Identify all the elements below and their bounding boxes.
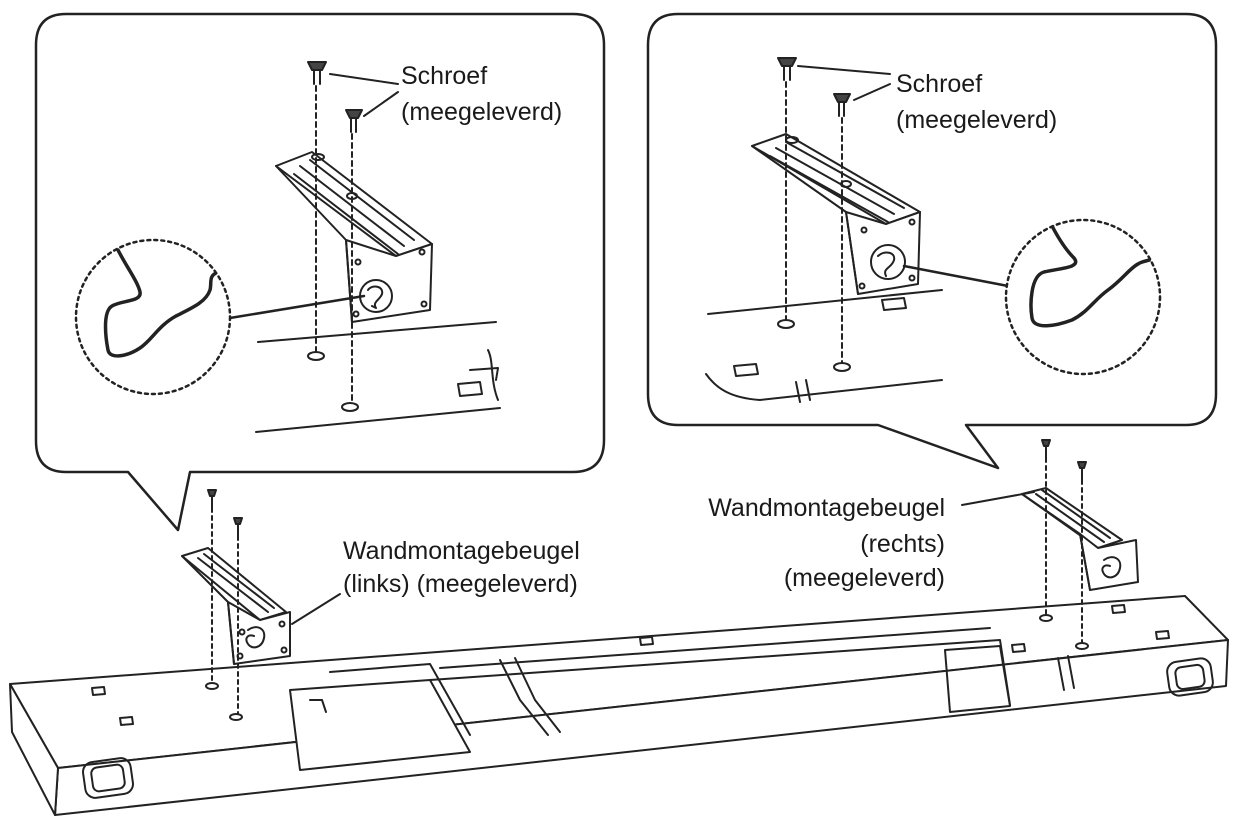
right-screw-label-line1: Schroef <box>896 70 982 98</box>
right-bracket-leader <box>961 491 1035 506</box>
right-callout-screw-label: Schroef (meegeleverd) <box>896 70 1057 134</box>
left-bracket-label-line1: Wandmontagebeugel <box>343 537 580 565</box>
right-bracket-label-line2: (rechts) <box>860 530 945 558</box>
left-detail-circle <box>74 238 232 396</box>
left-callout-hole-1 <box>307 351 325 361</box>
left-wall-bracket <box>181 547 291 665</box>
left-callout-guide-lines <box>315 85 353 403</box>
right-callout-guide-lines <box>785 81 843 363</box>
right-wall-bracket <box>1021 487 1139 591</box>
right-detail-circle <box>1004 218 1162 376</box>
left-screw-label-line1: Schroef <box>401 62 487 90</box>
right-hole-1 <box>1039 614 1053 622</box>
left-keyhole-detail <box>103 248 220 358</box>
right-screw-label-line2: (meegeleverd) <box>896 106 1057 134</box>
left-callout-hole-2 <box>341 402 359 412</box>
left-callout-screw-label: Schroef (meegeleverd) <box>401 62 562 126</box>
right-callout-hole-1 <box>777 319 795 329</box>
right-small-guide-lines <box>1045 457 1083 643</box>
right-bracket-label: Wandmontagebeugel (rechts) (meegeleverd) <box>708 494 945 592</box>
left-bracket-label: Wandmontagebeugel (links) (meegeleverd) <box>343 537 580 598</box>
left-hole-2 <box>229 713 243 721</box>
right-small-screws <box>1041 439 1087 481</box>
left-zoom-leader <box>228 294 366 320</box>
right-callout-hole-2 <box>833 362 851 372</box>
left-small-screws <box>207 489 243 537</box>
soundbar <box>9 595 1229 816</box>
right-zoom-leader <box>902 264 1010 288</box>
right-bracket-label-line1: Wandmontagebeugel <box>708 494 945 522</box>
left-callout-screws <box>307 61 363 133</box>
right-keyhole-detail <box>1029 220 1160 328</box>
left-hole-1 <box>205 682 219 690</box>
left-bracket-leader <box>291 593 341 625</box>
right-callout-bracket <box>751 133 921 295</box>
right-hole-2 <box>1075 642 1089 650</box>
right-bracket-label-line3: (meegeleverd) <box>784 564 945 592</box>
right-callout-surface <box>705 289 943 403</box>
left-callout-bubble <box>34 12 606 532</box>
left-bracket-label-line2: (links) (meegeleverd) <box>343 570 578 598</box>
left-screw-label-line2: (meegeleverd) <box>401 98 562 126</box>
left-small-guide-lines <box>211 507 239 715</box>
right-callout-screws <box>777 57 851 117</box>
left-callout-surface <box>255 321 501 433</box>
